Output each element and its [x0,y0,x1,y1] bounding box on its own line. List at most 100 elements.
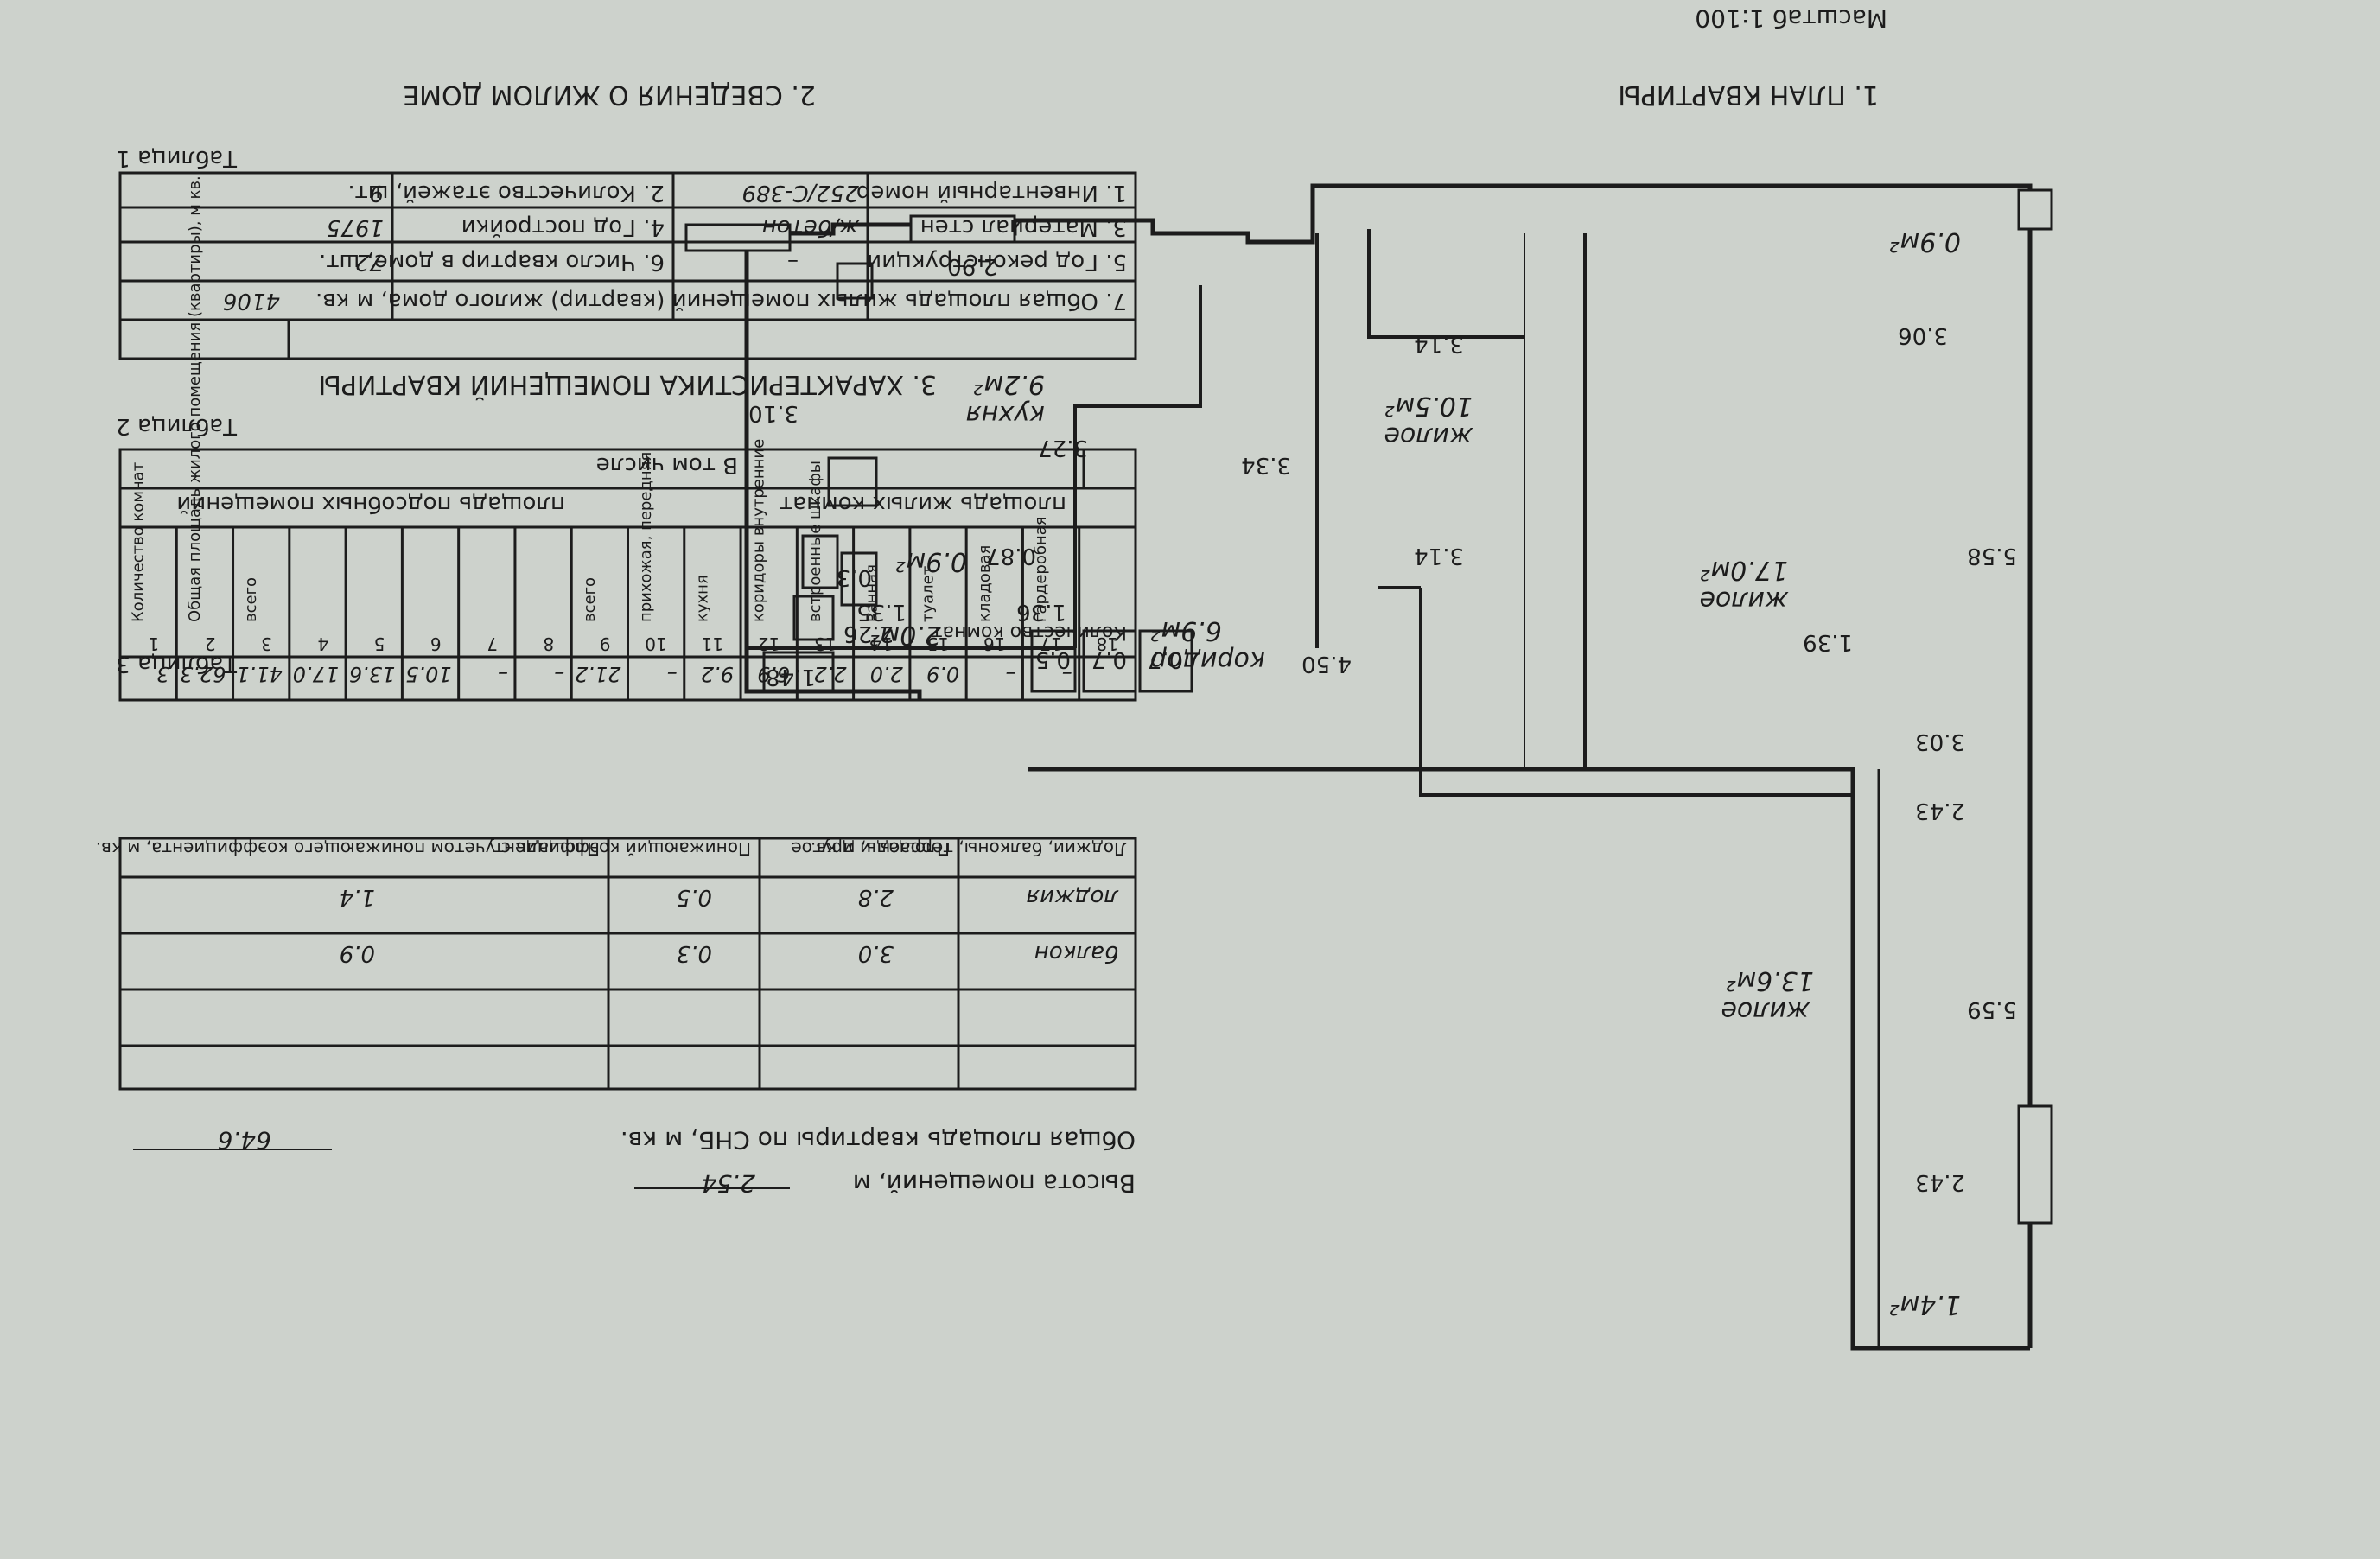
rooms-value-cell: 10.5 [405,662,451,686]
bal-r2-c4: 0.9 [340,940,375,966]
summary-total-label: Общая площадь квартиры по СНБ, м кв. [620,1126,1136,1155]
bal-r1-c2: 2.8 [858,884,894,910]
rooms-column-number: 8 [543,633,554,654]
house-row2-value: ж/бетон [762,214,860,240]
room-3-name: жилое [1384,421,1473,451]
house-row3-label: 5. Год реконструкции [867,249,1127,275]
partition-room2 [1378,586,1422,769]
house-row3-value: – [787,249,799,275]
room-8-area: 1.4м² [1890,1289,1961,1320]
dim-13: 2.90 [947,253,997,279]
rooms-h-aux: площадь подсобных помещений [176,491,565,517]
balconies-section: Таблица 3 Лоджии, балконы, террасы и дру… [96,651,1137,1091]
rooms-column-number: 5 [374,633,385,654]
toilet-icon [801,534,839,589]
rooms-section: 3. ХАРАКТЕРИСТИКА ПОМЕЩЕНИЙ КВАРТИРЫ Таб… [116,175,1137,702]
bal-h2: Площадь, м кв. [811,838,950,859]
rooms-h-including: В том числе [596,452,738,478]
bal-r2-c2: 3.0 [858,940,894,966]
dim-17: 1.36 [1016,599,1066,625]
wardrobe-3-value: 0.5 [1035,646,1071,672]
rooms-value-cell: 13.6 [349,662,395,686]
rooms-column-number: 9 [600,633,611,654]
rooms-value-cell: – [1062,662,1072,686]
rooms-column-number: 10 [645,633,666,654]
inner-wall-long [1028,767,2030,1351]
dim-8: 4.50 [1301,651,1352,677]
room-5-name: коридор [1150,646,1265,676]
stove-icon [827,456,878,507]
rooms-column-header: Общая площадь жилого помещения (квартиры… [186,175,204,622]
wardrobe-1 [1138,629,1193,693]
dim-12: 3.27 [1038,435,1088,461]
dim-1: 2.43 [1915,1169,1965,1195]
rooms-value-cell: – [498,662,508,686]
dim-9: 3.14 [1414,543,1464,569]
house-table-grid [118,171,1137,360]
rooms-h-count: Количество комнат [931,621,1127,643]
room-1-area: 13.6м² [1727,965,1814,996]
rooms-value-cell: 17.0 [293,662,339,686]
rooms-column-number: 6 [430,633,442,654]
rooms-column-header: Количество комнат [130,462,148,622]
room-7-area: 0.9м² [896,546,967,576]
summary-total-value: 64.6 [218,1126,271,1155]
room-3-area: 10.5м² [1385,391,1473,421]
rooms-column-header: коридоры внутренние [750,439,768,622]
rooms-column-number: 14 [870,633,892,654]
room-6-area: 2.0м² [870,620,941,650]
rooms-column-number: 15 [927,633,949,654]
room-5-area: 6.9м² [1151,615,1222,646]
rooms-value-cell: 6.9 [757,662,790,686]
rooms-value-cell: 2.2 [813,662,846,686]
room-4-name: кухня [966,399,1045,430]
rooms-column-header: ванная [862,564,881,622]
house-row1-value: 252/С-389 [741,180,859,206]
sink-icon [792,595,835,641]
wardrobe-2-value: 0.7 [1091,646,1127,672]
rooms-value-cell: – [667,662,678,686]
rooms-column-number: 11 [702,633,723,654]
dim-6: 3.06 [1898,322,1948,348]
house-row2b-value: 1975 [327,214,384,240]
bal-r2-c1: балкон [1034,940,1118,966]
rooms-column-number: 7 [487,633,498,654]
dim-10: 3.14 [1414,331,1464,357]
house-section: 2. СВЕДЕНИЯ О ЖИЛОМ ДОМЕ Таблица 1 1. Ин… [116,80,1137,360]
room-2-name: жилое [1699,585,1789,615]
dim-18: 1.35 [856,599,907,625]
rooms-value-cell: 0.9 [926,662,959,686]
house-row1b-label: 2. Количество этажей, шт. [347,180,665,206]
rooms-value-cell: 41.1 [236,662,282,686]
room-1-name: жилое [1721,996,1810,1026]
rooms-column-header: туалет [920,566,938,622]
apartment-plan: 1. ПЛАН КВАРТИРЫ Масштаб 1:100 жи [684,4,2053,1351]
rooms-column-number: 16 [983,633,1005,654]
window-1 [2017,1104,2053,1225]
dim-4: 3.03 [1915,729,1965,754]
dim-3: 2.43 [1915,798,1965,824]
rooms-value-cell: – [1005,662,1015,686]
window-2 [2017,188,2053,231]
bal-h1: Лоджии, балконы, террасы и другое [791,838,1127,859]
window-3 [909,214,1016,244]
rooms-column-number: 2 [205,633,216,654]
bal-r2-c3: 0.3 [677,940,712,966]
house-heading: 2. СВЕДЕНИЯ О ЖИЛОМ ДОМЕ [403,80,816,110]
bal-r1-c3: 0.5 [677,884,712,910]
dim-5: 5.58 [1967,543,2017,569]
house-row2b-label: 4. Год постройки [461,214,665,240]
rooms-value-cell: 3 [156,662,169,686]
dim-19: 1.48 [766,664,816,690]
bal-r1-c4: 1.4 [340,884,375,910]
rooms-column-number: 13 [814,633,836,654]
rooms-column-header: встроенные шкафы [806,461,824,622]
rooms-column-header: всего [242,577,260,622]
wardrobe-4 [840,551,878,607]
wardrobe-1-value: 0.7 [1148,646,1183,672]
dim-15: 0.87 [986,543,1036,569]
partition-bath [1073,285,1202,648]
